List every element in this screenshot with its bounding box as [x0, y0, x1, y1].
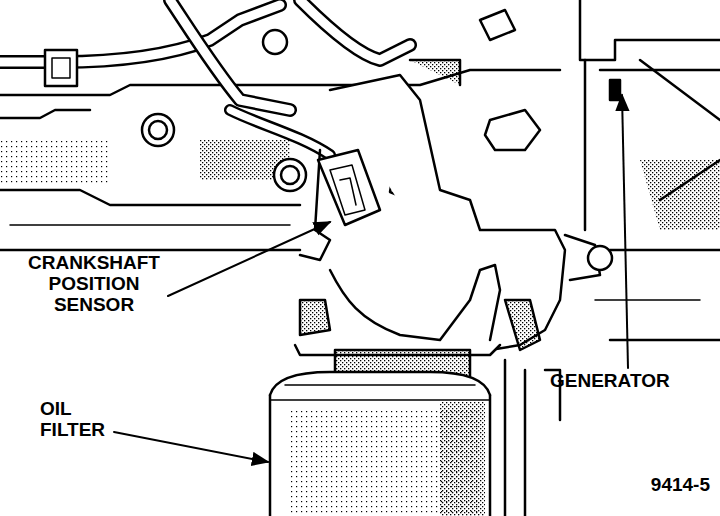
leader-line — [114, 432, 268, 462]
part-label: CRANKSHAFT POSITION SENSOR — [18, 252, 170, 315]
leader-line — [168, 222, 330, 296]
part-label: OIL FILTER — [40, 398, 120, 440]
part-label: GENERATOR — [550, 370, 715, 391]
figure-number: 9414-5 — [600, 474, 710, 495]
leader-line — [622, 95, 628, 368]
